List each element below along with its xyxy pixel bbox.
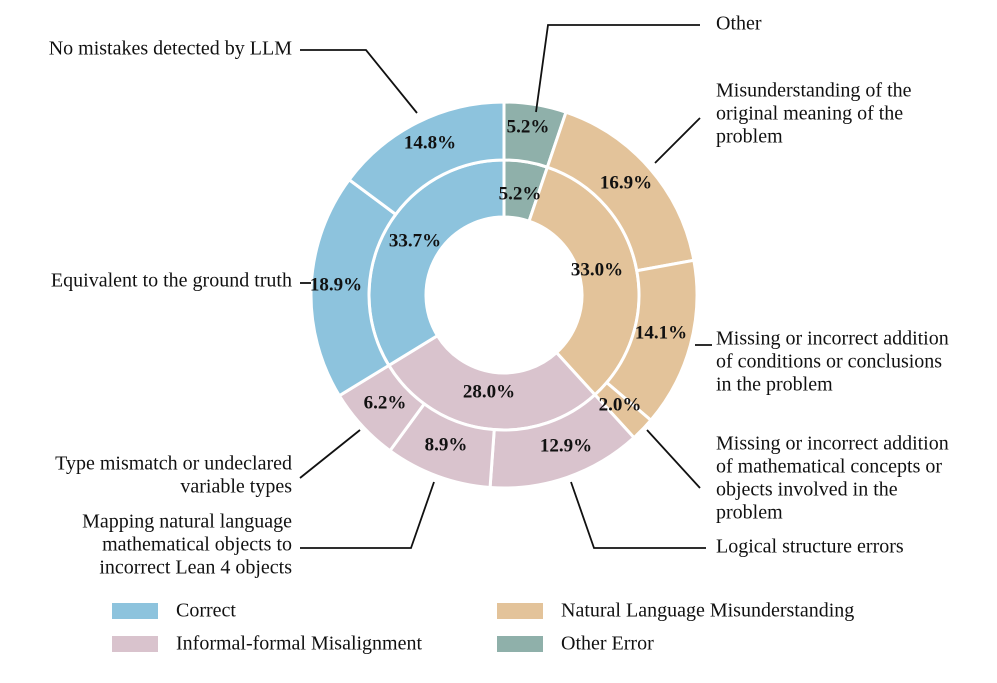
leader-line-misunderstanding-of-the-original-meaning-of-the-problem [654,117,701,164]
legend-swatch-other-error [497,636,543,652]
callout-equivalent-to-the-ground-truth: Equivalent to the ground truth [51,270,292,292]
outer-label-mapping-natural-language-mathematical-objects-to-incorrect-lean-4-objects: 8.9% [425,434,468,455]
inner-label-other-error: 5.2% [499,183,542,204]
outer-ring [309,100,699,490]
inner-label-informal-formal-misalignment: 28.0% [463,381,515,402]
outer-label-logical-structure-errors: 12.9% [540,435,592,456]
legend: Correct Natural Language Misunderstanding… [112,600,854,655]
leader-line-missing-or-incorrect-addition-of-mathematical-concepts-or-objects-involved-in-the-problem [646,429,701,489]
callout-logical-structure-errors: Logical structure errors [716,536,904,558]
callout-other: Other [716,13,762,35]
leader-line-logical-structure-errors [570,481,706,549]
legend-label-informal-formal-misalignment: Informal-formal Misalignment [176,633,422,655]
leader-lines [299,24,712,549]
outer-label-missing-or-incorrect-addition-of-conditions-or-conclusions-in-the-problem: 14.1% [635,322,687,343]
outer-slice-no-mistakes-detected-by-llm [347,100,506,217]
inner-label-natural-language-misunderstanding: 33.0% [571,259,623,280]
leader-line-no-mistakes-detected-by-llm [300,49,418,114]
legend-swatch-natural-language-misunderstanding [497,603,543,619]
outer-label-type-mismatch-or-undeclared-variable-types: 6.2% [364,392,407,413]
outer-label-equivalent-to-the-ground-truth: 18.9% [310,274,362,295]
legend-label-other-error: Other Error [561,633,654,655]
percent-labels: 5.2% 33.0% 28.0% 33.7% 5.2% 16.9% 14.1% 2.0% 12.… [310,116,687,456]
outer-label-no-mistakes-detected-by-llm: 14.8% [404,132,456,153]
legend-swatch-correct [112,603,158,619]
inner-ring [367,158,641,432]
outer-label-other: 5.2% [507,116,550,137]
leader-line-mapping-natural-language-mathematical-objects-to-incorrect-lean-4-objects [300,481,435,549]
outer-label-missing-or-incorrect-addition-of-mathematical-concepts-or-objects-involved-in-the-problem: 2.0% [599,394,642,415]
legend-label-correct: Correct [176,600,236,622]
leader-line-type-mismatch-or-undeclared-variable-types [299,429,361,479]
leader-line-other [535,24,700,113]
inner-label-correct: 33.7% [389,230,441,251]
legend-swatch-informal-formal-misalignment [112,636,158,652]
callout-no-mistakes-detected-by-llm: No mistakes detected by LLM [49,38,292,60]
outer-label-misunderstanding-of-the-original-meaning-of-the-problem: 16.9% [600,172,652,193]
legend-label-natural-language-misunderstanding: Natural Language Misunderstanding [561,600,854,622]
